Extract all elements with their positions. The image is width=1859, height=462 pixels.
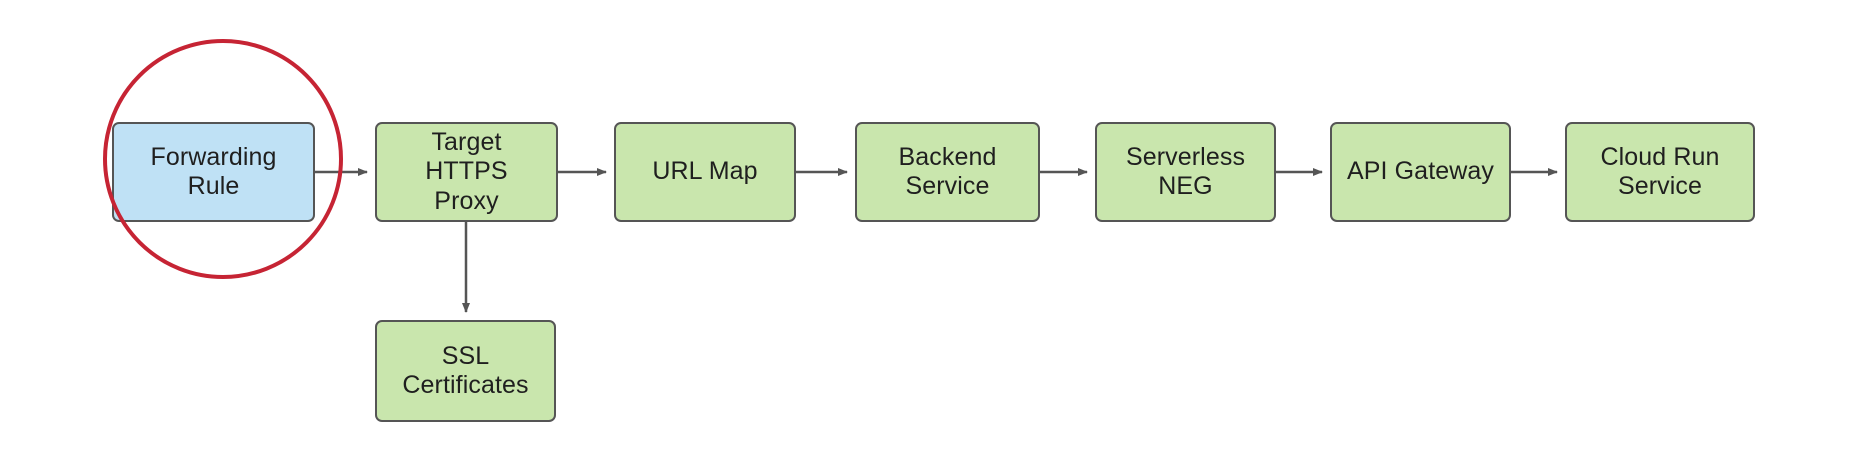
node-url-map[interactable]: URL Map xyxy=(614,122,796,222)
node-api-gateway-label: API Gateway xyxy=(1347,157,1494,186)
node-backend-service-label: Backend Service xyxy=(898,142,997,201)
node-cloud-run-service-label: Cloud Run Service xyxy=(1600,142,1720,201)
node-forwarding-rule-label: Forwarding Rule xyxy=(150,142,277,201)
node-forwarding-rule[interactable]: Forwarding Rule xyxy=(112,122,315,222)
node-cloud-run-service[interactable]: Cloud Run Service xyxy=(1565,122,1755,222)
node-serverless-neg-label: Serverless NEG xyxy=(1125,142,1246,201)
node-ssl-certificates[interactable]: SSL Certificates xyxy=(375,320,556,422)
node-ssl-certificates-label: SSL Certificates xyxy=(402,341,529,400)
node-serverless-neg[interactable]: Serverless NEG xyxy=(1095,122,1276,222)
node-api-gateway[interactable]: API Gateway xyxy=(1330,122,1511,222)
node-target-https-proxy[interactable]: Target HTTPS Proxy xyxy=(375,122,558,222)
node-target-https-proxy-label: Target HTTPS Proxy xyxy=(425,127,508,215)
node-url-map-label: URL Map xyxy=(652,157,758,186)
node-backend-service[interactable]: Backend Service xyxy=(855,122,1040,222)
